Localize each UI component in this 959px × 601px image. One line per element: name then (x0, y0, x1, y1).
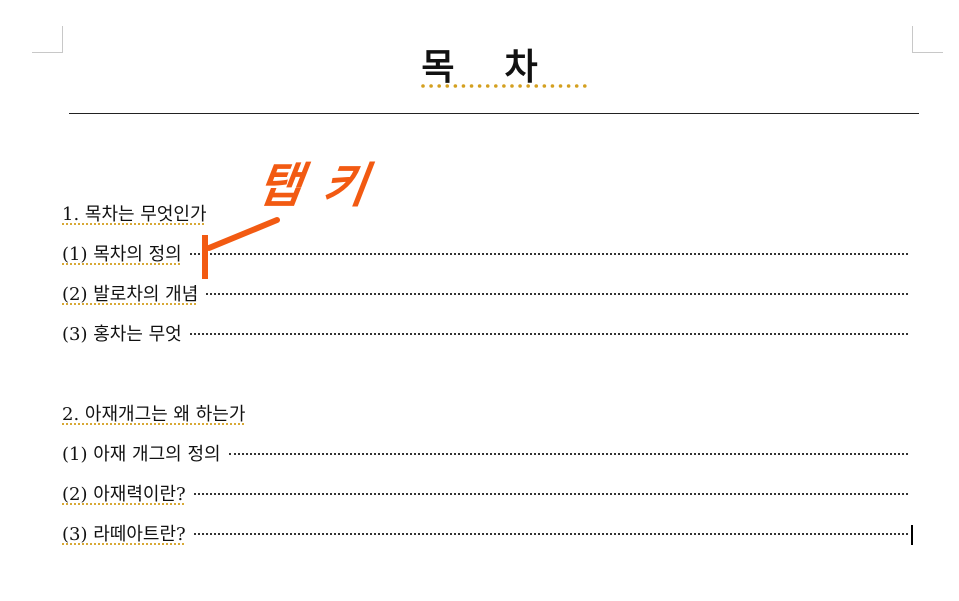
toc-entry[interactable]: (1) 아재 개그의 정의 (62, 443, 908, 467)
toc-entry-label: (1) 목차의 정의 (62, 244, 182, 265)
toc-entry-label: (3) 라떼아트란? (62, 524, 186, 545)
toc-entry-label: (1) 아재 개그의 정의 (62, 444, 221, 465)
top-left-crop-mark (32, 26, 63, 53)
toc-entry-label: (2) 발로차의 개념 (62, 284, 199, 305)
title-rule (69, 113, 919, 114)
annotation-pointer-icon (202, 217, 280, 279)
tab-leader-dots (189, 333, 908, 335)
toc-entry[interactable]: (2) 아재력이란? (62, 483, 908, 507)
text-cursor (911, 525, 913, 545)
tab-leader-dots (193, 493, 908, 495)
toc-entry[interactable]: (2) 발로차의 개념 (62, 283, 908, 307)
section-heading[interactable]: 1. 목차는 무엇인가 (62, 203, 462, 227)
section-heading-text: 2. 아재개그는 왜 하는가 (62, 404, 246, 425)
toc-entry[interactable]: (1) 목차의 정의 (62, 243, 908, 267)
tab-leader-dots (189, 253, 908, 255)
annotation-label: 탭 키 (254, 158, 373, 214)
document-title[interactable]: 목차 (421, 47, 588, 88)
toc-entry-label: (3) 홍차는 무엇 (62, 324, 182, 345)
top-right-crop-mark (912, 26, 943, 53)
section-heading[interactable]: 2. 아재개그는 왜 하는가 (62, 403, 462, 427)
tab-leader-dots (206, 293, 908, 295)
tab-leader-dots (193, 533, 908, 535)
section-heading-text: 1. 목차는 무엇인가 (62, 204, 207, 225)
toc-entry-label: (2) 아재력이란? (62, 484, 186, 505)
toc-entry[interactable]: (3) 홍차는 무엇 (62, 323, 908, 347)
tab-leader-dots (228, 453, 908, 455)
toc-entry[interactable]: (3) 라떼아트란? (62, 523, 908, 547)
